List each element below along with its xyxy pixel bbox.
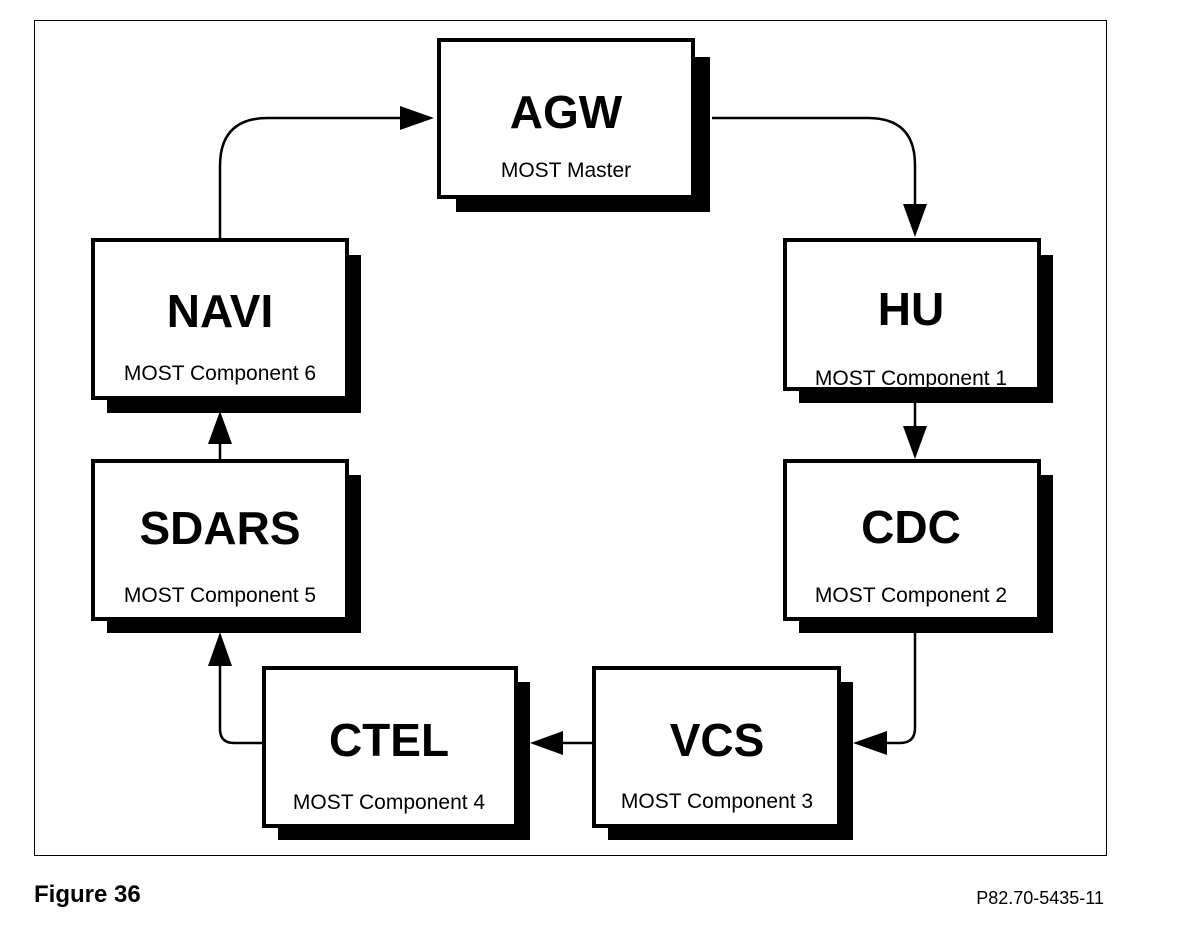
arrowhead-vcs-ctel bbox=[530, 731, 563, 755]
edge-navi-agw bbox=[218, 116, 410, 238]
node-navi: NAVI MOST Component 6 bbox=[91, 238, 361, 413]
node-cdc-box bbox=[783, 459, 1041, 621]
node-vcs-box bbox=[592, 666, 841, 828]
node-vcs-title: VCS bbox=[670, 714, 765, 766]
node-ctel: CTEL MOST Component 4 bbox=[262, 666, 530, 840]
node-agw-subtitle: MOST Master bbox=[501, 159, 631, 182]
node-hu-box bbox=[783, 238, 1041, 391]
node-agw-box bbox=[437, 38, 695, 199]
node-vcs: VCS MOST Component 3 bbox=[592, 666, 853, 840]
node-ctel-title: CTEL bbox=[329, 714, 449, 766]
node-hu-subtitle: MOST Component 1 bbox=[815, 367, 1007, 390]
node-navi-subtitle: MOST Component 6 bbox=[124, 362, 316, 385]
node-sdars-box bbox=[91, 459, 349, 621]
node-hu: HU MOST Component 1 bbox=[783, 238, 1053, 403]
node-agw: AGW MOST Master bbox=[437, 38, 710, 212]
node-sdars: SDARS MOST Component 5 bbox=[91, 459, 361, 633]
node-hu-title: HU bbox=[878, 283, 944, 335]
node-ctel-box bbox=[262, 666, 518, 828]
node-cdc-title: CDC bbox=[861, 501, 961, 553]
arrowhead-navi-agw bbox=[400, 106, 434, 130]
arrowhead-ctel-sdars bbox=[208, 632, 232, 666]
arrowhead-agw-hu bbox=[903, 204, 927, 237]
edge-cdc-vcs bbox=[880, 632, 917, 745]
node-ctel-subtitle: MOST Component 4 bbox=[293, 791, 486, 814]
edge-agw-hu bbox=[712, 116, 917, 214]
connectors bbox=[208, 106, 927, 755]
node-agw-title: AGW bbox=[510, 86, 623, 138]
arrowhead-cdc-vcs bbox=[853, 731, 887, 755]
diagram-frame bbox=[34, 20, 1107, 856]
arrowhead-sdars-navi bbox=[208, 411, 232, 444]
figure-code: P82.70-5435-11 bbox=[976, 888, 1104, 908]
node-navi-box bbox=[91, 238, 349, 400]
edge-ctel-sdars bbox=[218, 660, 262, 745]
node-sdars-subtitle: MOST Component 5 bbox=[124, 584, 316, 607]
node-navi-title: NAVI bbox=[167, 285, 274, 337]
arrowhead-hu-cdc bbox=[903, 426, 927, 459]
node-cdc-subtitle: MOST Component 2 bbox=[815, 584, 1007, 607]
figure-label: Figure 36 bbox=[34, 881, 141, 908]
node-sdars-title: SDARS bbox=[139, 502, 300, 554]
node-cdc: CDC MOST Component 2 bbox=[783, 459, 1053, 633]
node-vcs-subtitle: MOST Component 3 bbox=[621, 790, 813, 813]
